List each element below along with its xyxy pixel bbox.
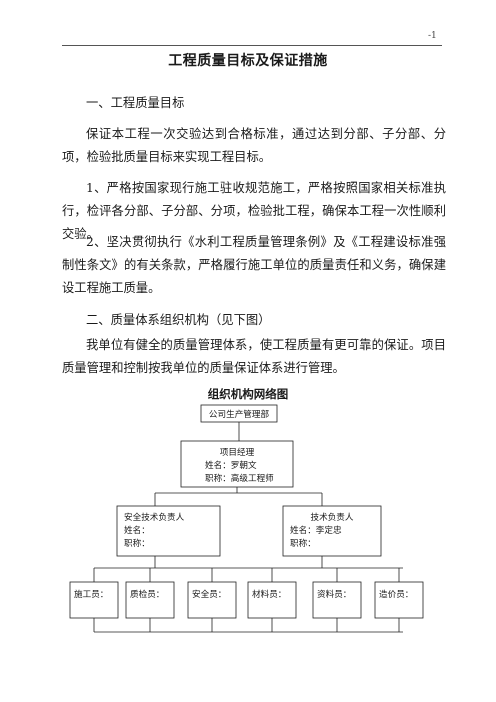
staff-row: 施工员： 质检员： 安全员： 材料员： 资料员： 造价员： (69, 568, 424, 632)
staff-label: 施工员： (74, 588, 108, 600)
org-chart-title: 组织机构网络图 (207, 387, 289, 401)
tech-lead-name: 姓名：李定忠 (290, 524, 342, 536)
header-rule (62, 45, 442, 46)
staff-box (312, 581, 362, 619)
section-1-paragraph-2: 1、严格按国家现行施工驻收规范施工，严格按照国家相关标准执行，检评各分部、子分部… (62, 181, 446, 241)
page-number: -1 (428, 31, 437, 41)
manager-name: 姓名：罗朝文 (205, 459, 257, 471)
staff-label: 资料员： (317, 588, 351, 600)
staff-box (187, 581, 237, 619)
staff-box (247, 581, 297, 619)
tech-lead-title: 职称： (290, 537, 316, 549)
section-1-paragraph-1: 保证本工程一次交验达到合格标准，通过达到分部、子分部、分项，检验批质量目标来实现… (62, 127, 446, 164)
tech-lead-box (282, 505, 382, 557)
section-1-heading: 一、工程质量目标 (86, 96, 185, 110)
section-2-heading: 二、质量体系组织机构（见下图） (86, 313, 271, 327)
staff-box (125, 581, 175, 619)
staff-label: 材料员： (252, 588, 286, 600)
safety-lead-box (116, 505, 221, 557)
safety-lead-name: 姓名： (124, 524, 150, 536)
manager-role: 项目经理 (220, 446, 255, 458)
safety-lead-role: 安全技术负责人 (124, 511, 185, 523)
manager-title: 职称：高级工程师 (205, 472, 274, 484)
document-title: 工程质量目标及保证措施 (168, 53, 328, 69)
tech-lead-role: 技术负责人 (311, 511, 354, 523)
staff-label: 造价员： (379, 588, 413, 600)
company-label: 公司生产管理部 (209, 408, 270, 420)
section-1-paragraph-3: 2、坚决贯彻执行《水利工程质量管理条例》及《工程建设标准强制性条文》的有关条款，… (62, 235, 446, 295)
section-2-paragraph-1: 我单位有健全的质量管理体系，使工程质量有更可靠的保证。项目质量管理和控制按我单位… (62, 338, 446, 375)
staff-box (374, 581, 424, 619)
staff-label: 安全员： (192, 588, 226, 600)
manager-box (180, 440, 294, 488)
safety-lead-title: 职称： (124, 537, 150, 549)
staff-label: 质检员： (130, 588, 164, 600)
staff-box (69, 581, 119, 619)
